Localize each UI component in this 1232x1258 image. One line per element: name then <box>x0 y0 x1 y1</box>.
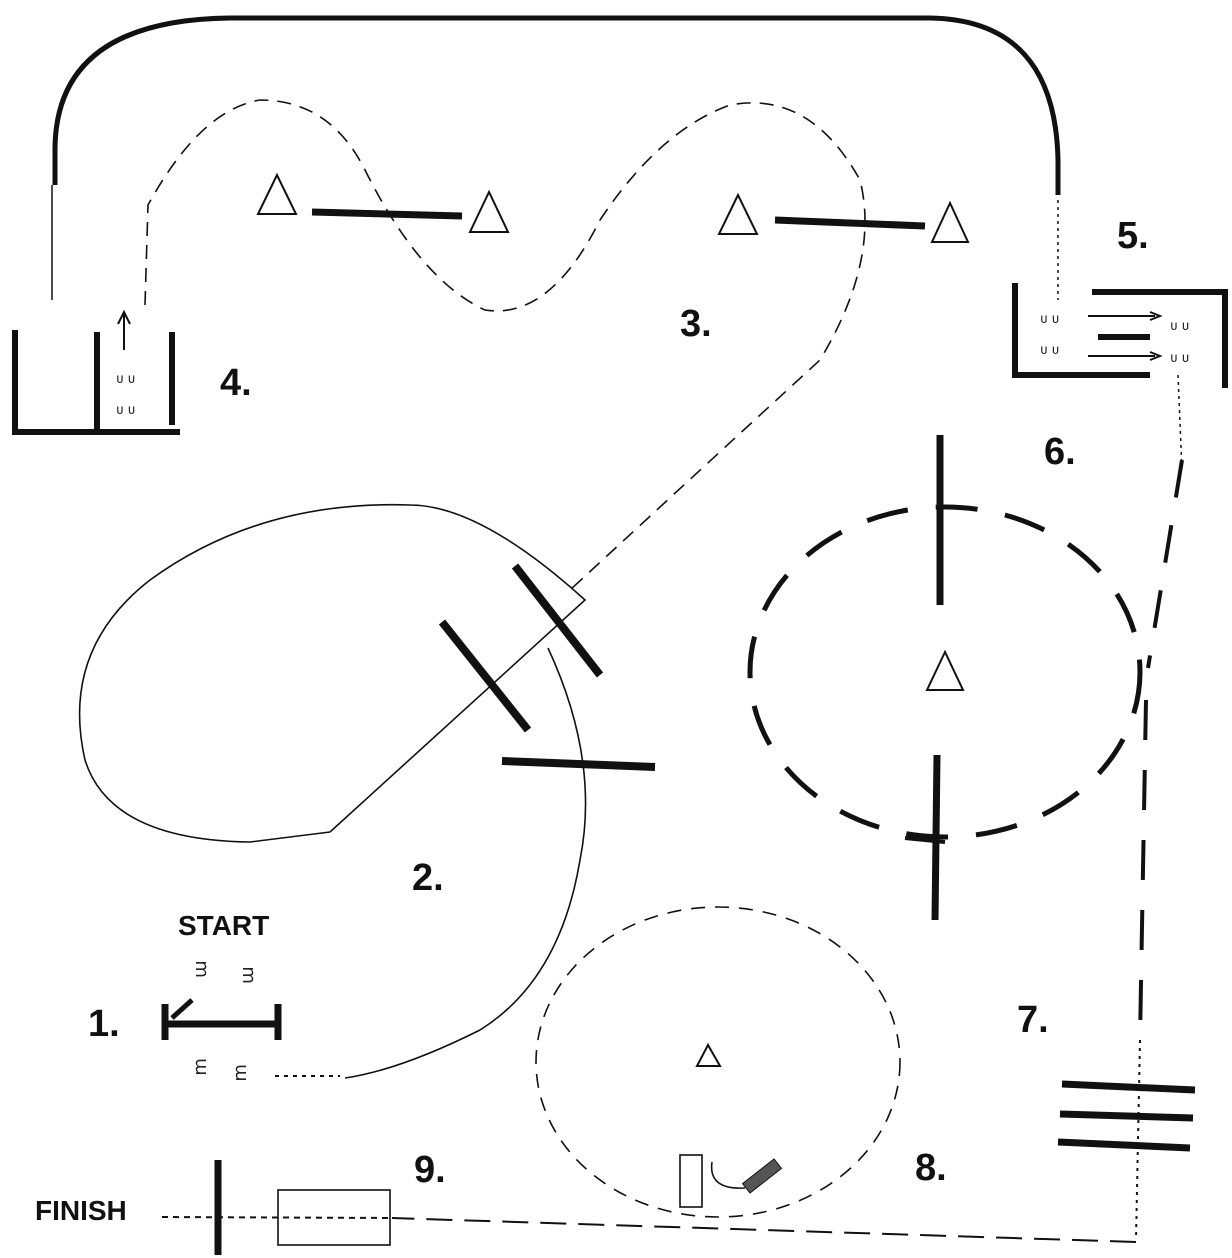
hoofprint-icon: ɯ <box>231 1064 252 1082</box>
hoofprint-icon: ɯ <box>191 1058 212 1076</box>
cone-icon <box>468 189 510 233</box>
box-4-arrowhead <box>117 309 131 325</box>
obstacle-label-2: 2. <box>412 857 444 899</box>
finish-line <box>161 1216 393 1219</box>
circle-6-tick <box>904 836 946 844</box>
stall-5-arrowhead-2 <box>1149 351 1163 361</box>
route-7-dots <box>1135 1039 1141 1241</box>
hoofprint-icon: ᴜ ᴜ <box>1170 351 1189 366</box>
route-5-to-6 <box>1177 374 1183 471</box>
circle-6 <box>747 504 1143 840</box>
bar-7-b <box>1059 1110 1194 1122</box>
loop-path <box>78 503 587 843</box>
serpentine-path <box>144 99 866 591</box>
bar-7-a <box>1061 1080 1196 1094</box>
gate-latch-8 <box>741 1158 783 1194</box>
pole-2 <box>774 216 926 230</box>
route-6-to-7 <box>1138 699 1148 1041</box>
cone-icon <box>930 200 970 243</box>
hoofprint-icon: ᴜ ᴜ <box>1040 312 1059 327</box>
gate-bar-c <box>501 757 656 771</box>
obstacle-label-9: 9. <box>414 1149 446 1191</box>
finish-label: FINISH <box>35 1195 127 1226</box>
gate-bar-b <box>511 563 604 678</box>
circle-8 <box>535 906 901 1218</box>
route-to-finish <box>391 1217 1137 1243</box>
hoofprint-icon: ᴜ ᴜ <box>116 372 135 387</box>
start-arrow <box>170 998 194 1020</box>
box-4-frame <box>12 330 180 435</box>
hoofprint-icon: ɯ <box>237 966 258 984</box>
stall-5-frame <box>1012 283 1150 378</box>
hoofprint-icon: ᴜ ᴜ <box>1040 343 1059 358</box>
obstacle-label-3: 3. <box>680 303 712 345</box>
obstacle-label-8: 8. <box>915 1147 947 1189</box>
gate-post-8 <box>679 1154 703 1208</box>
cone-icon <box>925 649 965 691</box>
obstacle-label-1: 1. <box>88 1003 120 1045</box>
gate-bar-a <box>438 619 532 733</box>
obstacle-label-5: 5. <box>1117 215 1149 257</box>
loop-exit-path <box>344 647 587 1079</box>
hoofprint-icon: ɯ <box>190 960 211 978</box>
obstacle-label-6: 6. <box>1044 431 1076 473</box>
cone-icon <box>717 192 759 235</box>
cone-icon <box>695 1042 722 1067</box>
pole-1 <box>311 208 463 220</box>
circle-6-gate-bottom <box>931 754 941 921</box>
arena-fence <box>52 15 1061 195</box>
cone-icon <box>256 172 298 215</box>
obstacle-label-4: 4. <box>220 362 252 404</box>
stall-5-top <box>1092 289 1228 388</box>
bar-7-c <box>1057 1138 1191 1152</box>
hoofprint-icon: ᴜ ᴜ <box>1170 319 1189 334</box>
hoofprint-icon: ᴜ ᴜ <box>116 403 135 418</box>
gate-rope-8 <box>710 1161 746 1189</box>
finish-box <box>277 1189 391 1246</box>
obstacle-label-7: 7. <box>1017 999 1049 1041</box>
route-5-to-6-dashed <box>1146 459 1184 669</box>
start-label: START <box>178 910 269 941</box>
stall-5-arrowhead-1 <box>1149 311 1163 321</box>
